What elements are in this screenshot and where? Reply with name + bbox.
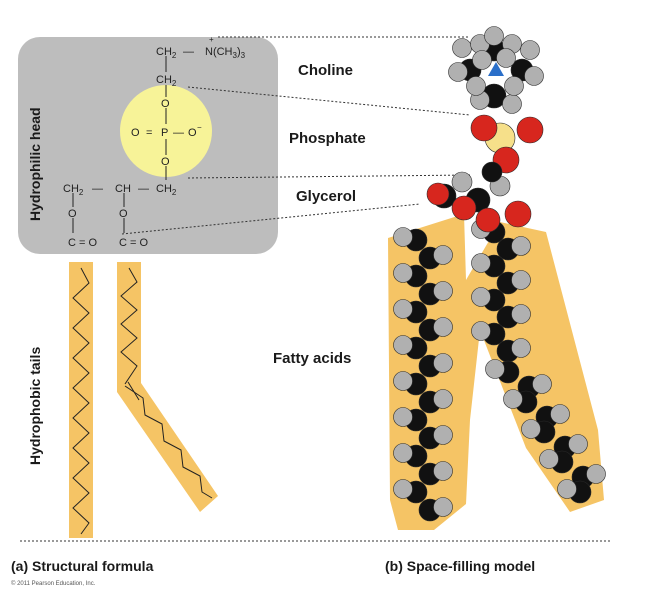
glycerol-hydrogen-atom — [451, 171, 473, 193]
tail-left-hydrogen-atom — [433, 497, 453, 517]
choline-hydrogen-atom — [472, 50, 492, 70]
tail-right-hydrogen-atom — [471, 287, 491, 307]
formula-carbonyl-right: C = O — [119, 237, 148, 249]
formula-glycerol-dash2: — — [138, 183, 149, 195]
tail-right-hydrogen-atom — [485, 359, 505, 379]
structural-tails — [69, 262, 218, 538]
formula-ch2-mid: CH2 — [156, 74, 177, 88]
tail-left-hydrogen-atom — [393, 299, 413, 319]
ester-oxygen-atom — [475, 207, 501, 233]
tail-right-hydrogen-atom — [568, 434, 588, 454]
choline-hydrogen-atom — [524, 66, 544, 86]
formula-dash-top: — — [183, 46, 194, 58]
tail-right-hydrogen-atom — [503, 389, 523, 409]
tail-left-hydrogen-atom — [433, 425, 453, 445]
choline-hydrogen-atom — [452, 38, 472, 58]
formula-glycerol-dash1: — — [92, 183, 103, 195]
phosphate-oxygen-atom — [516, 116, 544, 144]
tail-right-hydrogen-atom — [532, 374, 552, 394]
leader-lines — [20, 36, 612, 542]
tail-left-hydrogen-atom — [393, 227, 413, 247]
choline-hydrogen-atom — [520, 40, 540, 60]
formula-o-upper: O — [161, 98, 170, 110]
formula-o-lower: O — [161, 156, 170, 168]
tail-left-hydrogen-atom — [393, 263, 413, 283]
phosphate-circle — [120, 85, 212, 177]
tail-left-hydrogen-atom — [393, 335, 413, 355]
formula-o-right: O — [188, 127, 197, 139]
choline-hydrogen-atom — [504, 76, 524, 96]
choline-label: Choline — [298, 62, 353, 79]
glycerol-label: Glycerol — [296, 188, 356, 205]
hydrophobic-tails-label: Hydrophobic tails — [27, 347, 43, 465]
formula-glycerol-ch2-right: CH2 — [156, 183, 177, 197]
structural-formula: CH2 — + N(CH3)3 CH2 O O = P — O − O CH2 … — [63, 35, 246, 249]
tail-left-hydrogen-atom — [393, 479, 413, 499]
caption-space-filling-model: (b) Space-filling model — [385, 558, 535, 574]
formula-plus: + — [209, 35, 214, 44]
tail-right-zigzag-upper — [120, 267, 138, 385]
tail-right-hydrogen-atom — [511, 236, 531, 256]
hydrophilic-head-label: Hydrophilic head — [27, 107, 43, 221]
formula-dash-right: — — [173, 127, 184, 139]
linker-carbon-atom — [481, 161, 503, 183]
formula-ester-o-right: O — [119, 208, 128, 220]
choline-hydrogen-atom — [496, 48, 516, 68]
tail-right-hydrogen-atom — [539, 449, 559, 469]
fatty-acids-label: Fatty acids — [273, 350, 351, 367]
ester-oxygen-atom — [504, 200, 532, 228]
tail-left-hydrogen-atom — [433, 317, 453, 337]
formula-glycerol-ch2-left: CH2 — [63, 183, 84, 197]
tail-right-kink — [127, 381, 140, 401]
phosphate-oxygen-atom — [470, 114, 498, 142]
tail-left-hydrogen-atom — [433, 389, 453, 409]
choline-hydrogen-atom — [466, 76, 486, 96]
tail-left-hydrogen-atom — [433, 281, 453, 301]
tail-right-hydrogen-atom — [511, 338, 531, 358]
copyright-notice: © 2011 Pearson Education, Inc. — [11, 580, 96, 587]
ester-oxygen-atom — [451, 195, 477, 221]
caption-structural-formula: (a) Structural formula — [11, 558, 154, 574]
tail-right-hydrogen-atom — [550, 404, 570, 424]
tail-right-hydrogen-atom — [471, 253, 491, 273]
formula-double-bond: = — [146, 127, 152, 139]
tail-right-hydrogen-atom — [557, 479, 577, 499]
formula-o-left: O — [131, 127, 140, 139]
formula-choline-n: N(CH3)3 — [205, 46, 246, 60]
tail-right-hydrogen-atom — [511, 304, 531, 324]
ester-oxygen-atom — [426, 182, 450, 206]
tail-left-hydrogen-atom — [433, 461, 453, 481]
tail-left-hydrogen-atom — [433, 353, 453, 373]
formula-ester-o-left: O — [68, 208, 77, 220]
choline-hydrogen-atom — [502, 94, 522, 114]
tail-left-hydrogen-atom — [433, 245, 453, 265]
tail-left-hydrogen-atom — [393, 371, 413, 391]
choline-hydrogen-atom — [484, 26, 504, 46]
formula-minus: − — [197, 123, 202, 132]
formula-phosphorus: P — [161, 127, 168, 139]
nitrogen-atom — [488, 62, 504, 76]
tail-right-zigzag-lower — [124, 385, 213, 499]
tail-left-band — [69, 262, 93, 538]
choline-hydrogen-atom — [448, 62, 468, 82]
tail-left-hydrogen-atom — [393, 443, 413, 463]
formula-ch2-top: CH2 — [156, 46, 177, 60]
tail-right-hydrogen-atom — [586, 464, 606, 484]
tail-right-band — [117, 262, 218, 512]
tail-left-hydrogen-atom — [393, 407, 413, 427]
phosphate-label: Phosphate — [289, 130, 366, 147]
formula-bonds — [72, 56, 167, 233]
space-filling-model — [393, 26, 606, 522]
tail-right-hydrogen-atom — [521, 419, 541, 439]
tail-left-zigzag — [72, 267, 90, 535]
tail-right-hydrogen-atom — [471, 321, 491, 341]
formula-carbonyl-left: C = O — [68, 237, 97, 249]
tail-right-hydrogen-atom — [511, 270, 531, 290]
formula-glycerol-ch: CH — [115, 183, 131, 195]
